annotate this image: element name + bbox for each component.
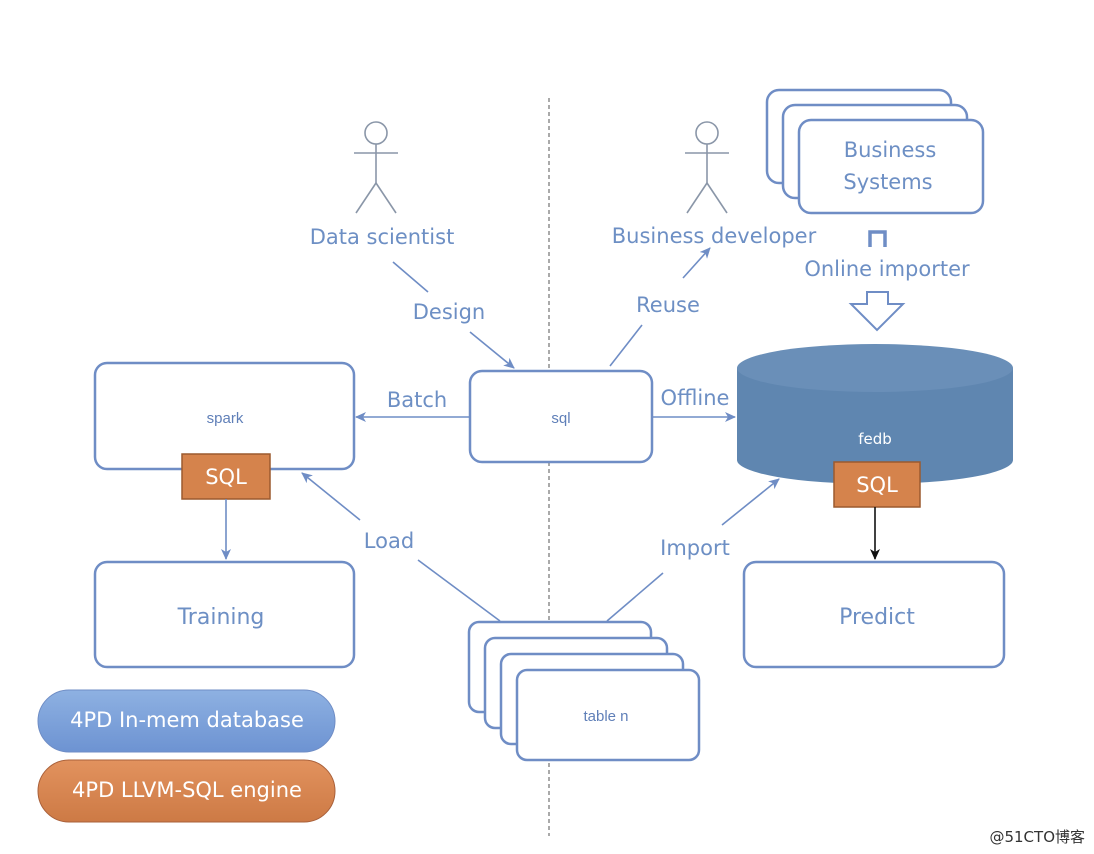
legend-inmem-database-pill bbox=[37, 689, 336, 753]
spark-sql-tag-label: SQL bbox=[205, 465, 247, 489]
watermark: @51CTO博客 bbox=[989, 828, 1085, 846]
business-developer-label: Business developer bbox=[612, 224, 817, 248]
reuse-arrow bbox=[682, 247, 711, 279]
load-label: Load bbox=[364, 529, 414, 553]
legend-llvm-sql-engine-label: 4PD LLVM-SQL engine bbox=[72, 778, 302, 802]
fedb-sql-tag-label: SQL bbox=[856, 473, 898, 497]
import-label: Import bbox=[660, 536, 730, 560]
online-importer-label: Online importer bbox=[804, 257, 970, 281]
online-importer-bracket-icon bbox=[868, 230, 887, 247]
design-label: Design bbox=[413, 300, 486, 324]
business-systems-label-line1: Business bbox=[844, 138, 937, 162]
reuse-connector-bottom bbox=[609, 324, 643, 367]
legend-inmem-database-label: 4PD In-mem database bbox=[70, 708, 304, 732]
load-arrow bbox=[301, 472, 361, 521]
business-systems-label-line2: Systems bbox=[843, 170, 932, 194]
fedb-sql-tag bbox=[833, 461, 921, 508]
predict-box bbox=[742, 560, 1006, 669]
spark-sql-tag bbox=[181, 453, 271, 500]
online-importer-hollow-arrow-icon bbox=[848, 291, 906, 332]
data-scientist-label: Data scientist bbox=[310, 225, 455, 249]
fedb-database-cylinder bbox=[737, 344, 1013, 484]
business-systems-stack bbox=[765, 88, 985, 215]
legend-llvm-sql-engine-pill bbox=[37, 759, 336, 823]
sql-label: sql bbox=[551, 410, 570, 427]
batch-label: Batch bbox=[387, 388, 447, 412]
design-arrow bbox=[469, 331, 515, 369]
import-arrow bbox=[721, 478, 780, 526]
reuse-label: Reuse bbox=[636, 293, 700, 317]
training-label: Training bbox=[177, 605, 265, 630]
tables-stack bbox=[467, 620, 701, 762]
load-connector-bottom bbox=[417, 559, 501, 622]
table-n-label: table n bbox=[583, 708, 628, 725]
offline-label: Offline bbox=[661, 386, 730, 410]
predict-label: Predict bbox=[839, 605, 915, 630]
import-connector-bottom bbox=[606, 572, 664, 622]
fedb-label: fedb bbox=[858, 430, 892, 448]
data-scientist-figure-icon bbox=[354, 121, 398, 214]
design-connector-top bbox=[392, 261, 429, 293]
training-box bbox=[93, 560, 356, 669]
business-developer-figure-icon bbox=[685, 121, 729, 214]
spark-label: spark bbox=[207, 410, 244, 427]
